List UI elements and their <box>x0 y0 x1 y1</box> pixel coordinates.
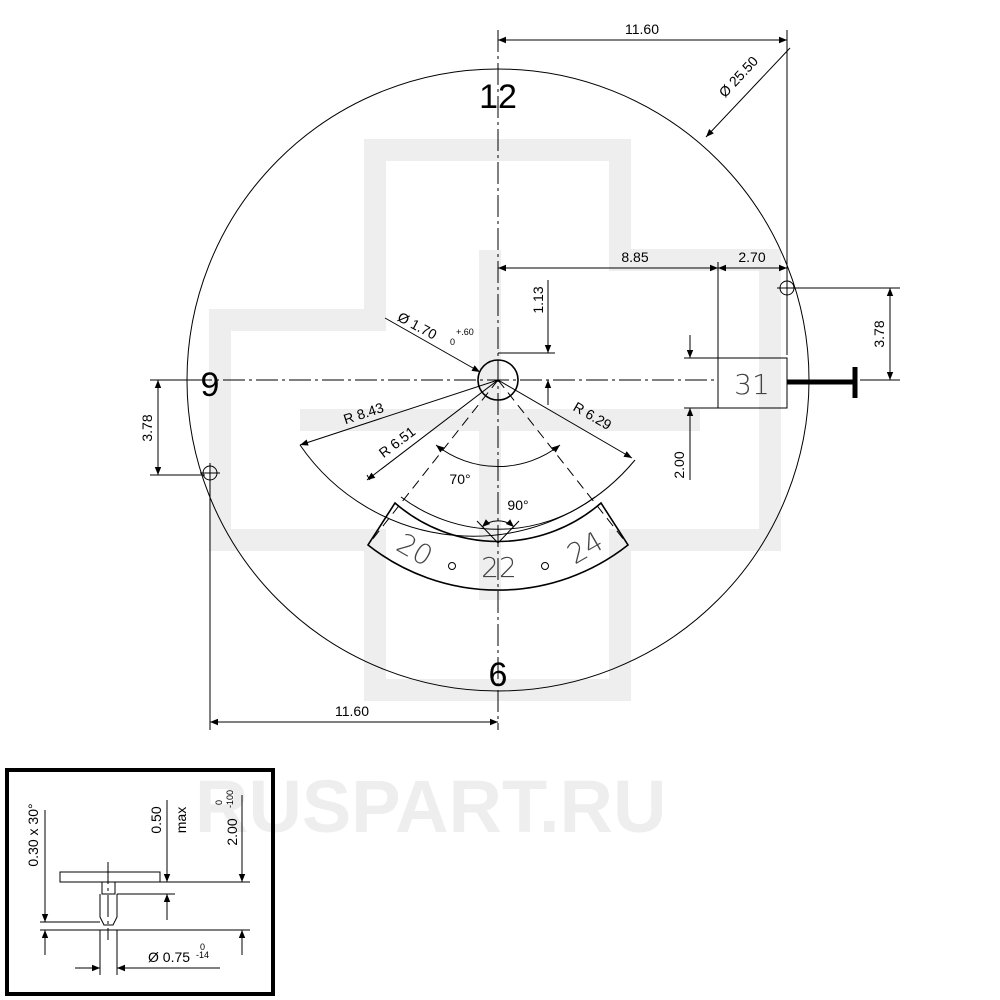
hole-tol-lower: 0 <box>450 337 455 347</box>
r843-leader <box>299 379 499 446</box>
inset-pin-tol-upper: 0 <box>200 942 205 952</box>
angle-90-arc <box>481 519 515 528</box>
hour-12: 12 <box>479 78 517 116</box>
crosshair-marker-right <box>777 280 797 296</box>
diameter-leader <box>705 47 791 138</box>
inset-total-tol-lower: -100 <box>225 790 235 808</box>
inset-total-tol-upper: 0 <box>214 800 224 805</box>
inset-chamfer-label: 0.30 x 30° <box>25 803 41 866</box>
inset-max-height-label: 0.50 <box>148 806 164 833</box>
crosshair-marker-left <box>200 463 220 483</box>
top-width-label: 11.60 <box>625 21 659 37</box>
r843-arc <box>299 444 636 537</box>
watermark-cross <box>209 139 781 701</box>
hole-tol-upper: +.60 <box>456 327 474 337</box>
inset-pin-diameter-label: Ø 0.75 <box>148 949 190 965</box>
date-number-24: 24 <box>562 525 609 571</box>
angle-line-left <box>367 379 499 546</box>
angle-70-arc <box>435 444 561 467</box>
left-height-label: 3.78 <box>139 414 155 441</box>
right-height-label: 3.78 <box>871 320 887 347</box>
angle-line-right <box>497 379 629 546</box>
date-number-22: 22 <box>481 551 517 584</box>
date-number-20: 20 <box>391 527 438 573</box>
center-to-box-label: 8.85 <box>621 249 648 265</box>
inset-max-label: max <box>173 807 189 833</box>
hole-offset-label: 1.13 <box>530 286 546 313</box>
hour-6: 6 <box>489 656 508 694</box>
diameter-label: Ø 25.50 <box>716 53 762 100</box>
hour-9: 9 <box>201 366 220 404</box>
r629-leader <box>497 379 633 459</box>
hole-leader <box>384 317 481 373</box>
r651-leader <box>366 379 499 481</box>
angle-70-label: 70° <box>449 471 470 487</box>
watermark-text: RUSPART.RU <box>195 765 666 848</box>
inset-total-height-label: 2.00 <box>224 818 240 845</box>
box-width-label: 2.70 <box>738 249 765 265</box>
inset-detail <box>5 768 275 996</box>
angle-90-label: 90° <box>507 497 528 513</box>
inset-pin-tol-lower: -14 <box>196 950 209 960</box>
date-box-number: 31 <box>734 368 770 401</box>
center-hole <box>477 359 519 401</box>
date-dot <box>448 562 456 570</box>
bottom-width-label: 11.60 <box>335 703 369 719</box>
date-dot <box>541 562 549 570</box>
hole-diameter-label: Ø 1.70 <box>395 309 440 343</box>
box-height-label: 2.00 <box>671 451 687 478</box>
